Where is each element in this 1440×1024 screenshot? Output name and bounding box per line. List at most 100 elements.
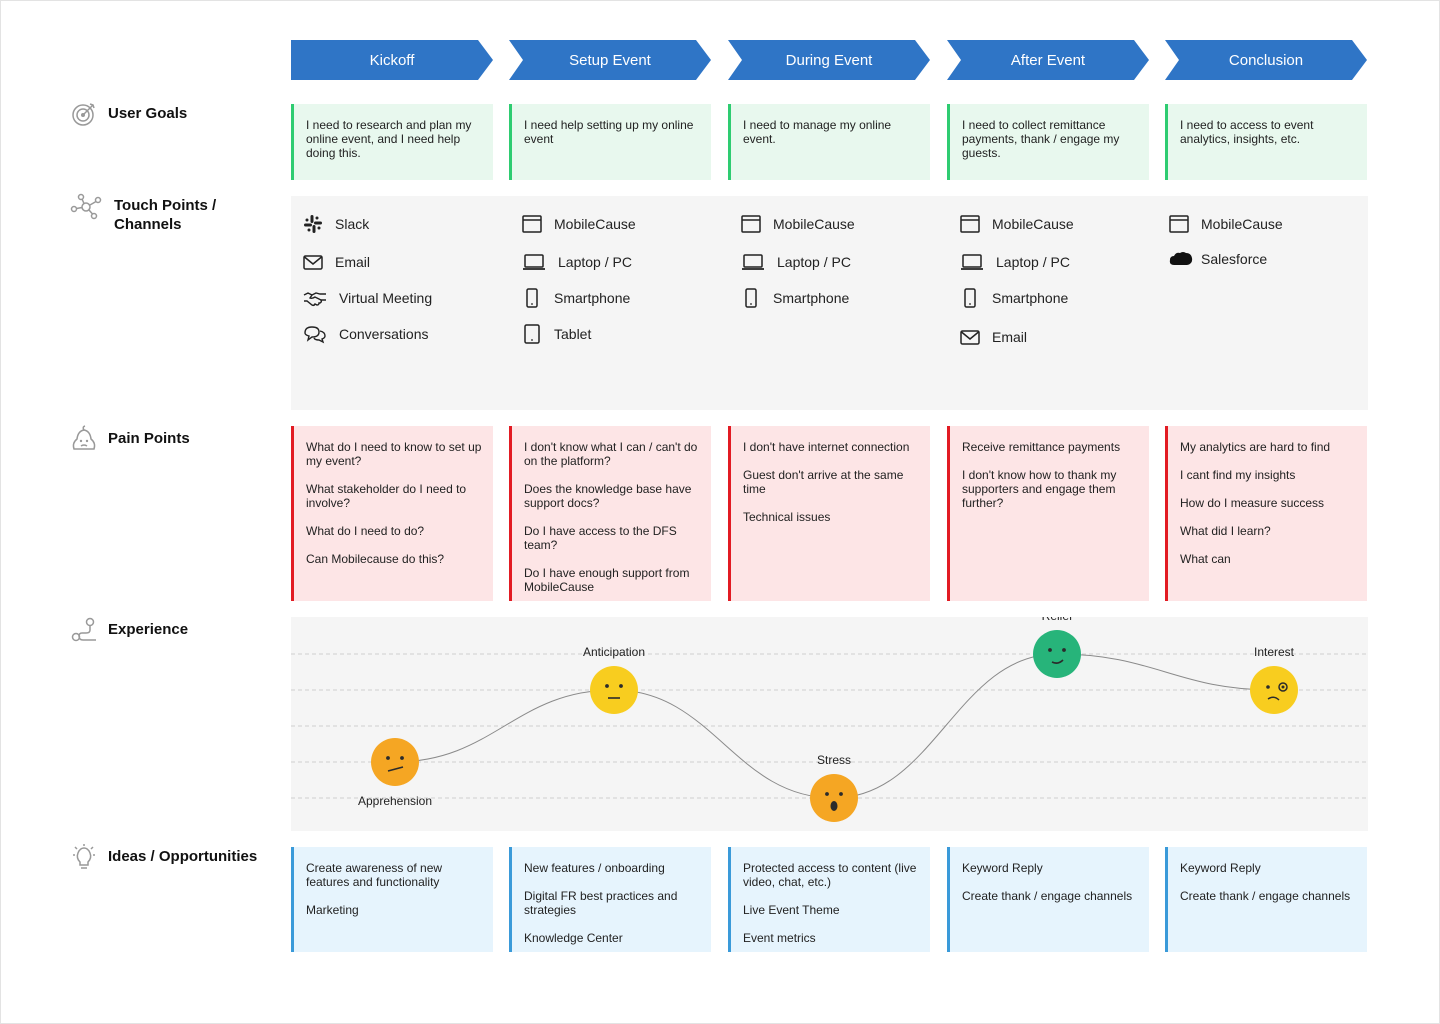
- pain-point: I cant find my insights: [1180, 468, 1296, 482]
- phase-label: After Event: [1010, 51, 1086, 69]
- email-icon: [303, 255, 323, 270]
- mouth: [1051, 659, 1064, 664]
- row-title: Ideas / Opportunities: [108, 848, 258, 865]
- emotion-face-icon: [1250, 666, 1298, 714]
- goal-text: I need help setting up my online event: [524, 118, 694, 146]
- laptop-icon: [742, 254, 764, 270]
- emotion-label: Apprehension: [358, 794, 432, 808]
- mouth: [830, 801, 838, 811]
- eye: [1281, 685, 1285, 689]
- goal-text: I need to research and plan my online ev…: [306, 118, 472, 160]
- emotion-face-icon: [371, 738, 419, 786]
- pain-point: Can Mobilecause do this?: [306, 552, 445, 566]
- eye: [1278, 682, 1288, 692]
- touchpoint-label: Laptop / PC: [777, 254, 851, 270]
- pain-point: What do I need to do?: [306, 524, 425, 538]
- touchpoint-laptop: Laptop / PC: [741, 252, 851, 272]
- touchpoint-label: Virtual Meeting: [339, 290, 433, 306]
- laptop-icon: [523, 254, 545, 270]
- pain-point: My analytics are hard to find: [1180, 440, 1331, 454]
- phase-after-event: After Event: [947, 40, 1149, 80]
- idea-card-conclusion: Keyword Reply Create thank / engage chan…: [1165, 847, 1367, 952]
- pain-point: Do I have enough support from MobileCaus…: [524, 566, 690, 594]
- idea-card-during-event: Protected access to content (live video,…: [728, 847, 930, 952]
- slack-icon: [304, 215, 322, 233]
- row-label-touch-points: Touch Points /Channels: [70, 192, 216, 234]
- browser-icon: [522, 215, 542, 233]
- route-icon: [71, 617, 96, 642]
- phase-during-event: During Event: [728, 40, 930, 80]
- experience-points: ApprehensionAnticipationStressReliefInte…: [358, 617, 1298, 822]
- eye: [839, 792, 843, 796]
- eye: [1266, 685, 1270, 689]
- row-title: Pain Points: [108, 430, 190, 447]
- eye: [1062, 648, 1066, 652]
- browser-icon: [960, 215, 980, 233]
- pain-point: What stakeholder do I need to involve?: [306, 482, 467, 510]
- phase-label: During Event: [785, 51, 873, 69]
- experience-curve-chart: ApprehensionAnticipationStressReliefInte…: [291, 617, 1368, 822]
- touchpoint-label: MobileCause: [554, 216, 636, 232]
- goal-card-setup-event: I need help setting up my online event: [509, 104, 711, 180]
- idea-item: Live Event Theme: [743, 903, 840, 917]
- smartphone-icon: [745, 288, 757, 308]
- smartphone-icon: [526, 288, 538, 308]
- touchpoint-label: MobileCause: [773, 216, 855, 232]
- touchpoint-tablet: Tablet: [522, 324, 591, 344]
- pain-point: I don't know how to thank my supporters …: [962, 468, 1117, 510]
- goal-text: I need to collect remittance payments, t…: [962, 118, 1120, 160]
- idea-card-kickoff: Create awareness of new features and fun…: [291, 847, 493, 952]
- phase-label: Setup Event: [569, 51, 651, 69]
- row-title: User Goals: [108, 105, 188, 122]
- lightbulb-icon: [73, 844, 95, 869]
- touchpoint-email: Email: [303, 252, 370, 272]
- phase-label: Conclusion: [1228, 51, 1304, 69]
- idea-card-setup-event: New features / onboarding Digital FR bes…: [509, 847, 711, 952]
- pain-point: Receive remittance payments: [962, 440, 1121, 454]
- touchpoint-smartphone: Smartphone: [522, 288, 630, 308]
- idea-item: Knowledge Center: [524, 931, 623, 945]
- touchpoint-label: MobileCause: [992, 216, 1074, 232]
- idea-item: Marketing: [306, 903, 359, 917]
- eye: [605, 684, 609, 688]
- emotion-label: Relief: [1042, 617, 1073, 623]
- touchpoint-label: Smartphone: [773, 290, 850, 306]
- browser-icon: [741, 215, 761, 233]
- target-icon: [72, 103, 95, 126]
- pain-card-after-event: Receive remittance payments I don't know…: [947, 426, 1149, 601]
- pain-card-during-event: I don't have internet connection Guest d…: [728, 426, 930, 601]
- idea-item: Create thank / engage channels: [962, 889, 1133, 903]
- pain-point: Guest don't arrive at the same time: [743, 468, 904, 496]
- idea-item: Create thank / engage channels: [1180, 889, 1351, 903]
- touchpoint-label: Laptop / PC: [996, 254, 1070, 270]
- row-label-experience: Experience: [70, 616, 188, 644]
- touchpoints-panel: Slack Email Virtual Meeting Conversation…: [291, 196, 1368, 410]
- pain-point: What did I learn?: [1180, 524, 1271, 538]
- touchpoint-laptop: Laptop / PC: [960, 252, 1070, 272]
- row-label-pain-points: Pain Points: [70, 425, 190, 453]
- emotion-face-icon: [810, 774, 858, 822]
- experience-gridlines: [291, 653, 1368, 799]
- email-icon: [960, 330, 980, 345]
- touchpoint-laptop: Laptop / PC: [522, 252, 632, 272]
- emotion-label: Interest: [1254, 645, 1295, 659]
- row-title: Touch Points /Channels: [114, 192, 216, 234]
- idea-item: Keyword Reply: [962, 861, 1043, 875]
- touchpoint-label: Salesforce: [1201, 251, 1268, 267]
- mouth: [1267, 696, 1280, 701]
- touchpoint-label: Conversations: [339, 326, 429, 342]
- emotion-face-icon: [590, 666, 638, 714]
- goal-text: I need to access to event analytics, ins…: [1180, 118, 1314, 146]
- touchpoint-salesforce: Salesforce: [1169, 249, 1267, 269]
- tablet-icon: [524, 324, 540, 344]
- eye: [619, 684, 623, 688]
- eye: [386, 756, 390, 760]
- goal-card-conclusion: I need to access to event analytics, ins…: [1165, 104, 1367, 180]
- touchpoint-label: Email: [992, 329, 1028, 345]
- touchpoint-label: Email: [335, 254, 371, 270]
- goal-card-during-event: I need to manage my online event.: [728, 104, 930, 180]
- emotion-anticipation: Anticipation: [583, 645, 645, 714]
- salesforce-icon: [1169, 252, 1193, 265]
- handshake-icon: [303, 292, 326, 307]
- phase-kickoff: Kickoff: [291, 40, 493, 80]
